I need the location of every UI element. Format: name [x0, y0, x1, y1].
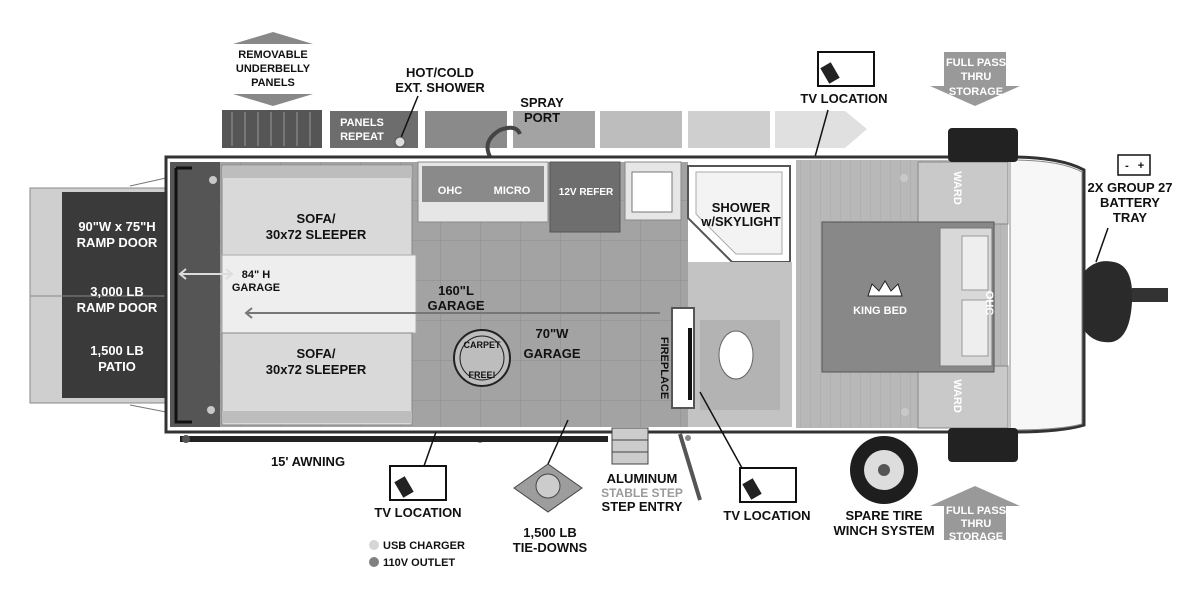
tv-location-left-label: TV LOCATION — [374, 505, 461, 520]
spray-hose-icon — [485, 125, 522, 162]
garage-width-label-2: GARAGE — [523, 346, 580, 361]
removable-panels-label-3: PANELS — [251, 77, 295, 89]
carpet-free-label-2: FREE! — [469, 370, 496, 380]
crown-icon — [867, 280, 903, 297]
sofa-bottom-label-2: 30x72 SLEEPER — [266, 362, 367, 377]
tv-location-top-label: TV LOCATION — [800, 91, 887, 106]
aluminum-step-label-3: STEP ENTRY — [602, 499, 683, 514]
removable-panels-label-1: REMOVABLE — [238, 49, 307, 61]
trailer-body — [164, 128, 1168, 462]
spray-port-label-2: PORT — [524, 110, 560, 125]
micro-label: MICRO — [494, 185, 531, 197]
sofa-top-label-1: SOFA/ — [296, 211, 335, 226]
toilet-icon — [718, 330, 754, 380]
aluminum-step-label-1: ALUMINUM — [607, 471, 678, 486]
panels-repeat-label-2: REPEAT — [340, 131, 384, 143]
tv-location-left: TV LOCATION — [374, 431, 462, 520]
battery-tray-label-1: 2X GROUP 27 — [1087, 180, 1172, 195]
down-arrow-icon — [930, 52, 1020, 106]
ward-top-label: WARD — [951, 171, 963, 205]
tie-downs: 1,500 LB TIE-DOWNS — [513, 419, 588, 555]
hitch-icon — [1084, 261, 1133, 343]
full-pass-top-label-1: FULL PASS — [946, 57, 1006, 69]
removable-panels-label-2: UNDERBELLY — [236, 63, 311, 75]
tv-location-right-label: TV LOCATION — [723, 508, 810, 523]
tv-location-right: TV LOCATION — [699, 391, 811, 523]
ohc-bed-label: OHC — [983, 291, 995, 316]
hot-cold-shower-label-2: EXT. SHOWER — [395, 80, 485, 95]
king-bed-label: KING BED — [853, 305, 907, 317]
full-pass-storage-top: FULL PASS THRU STORAGE — [930, 52, 1020, 106]
panels-repeat-label-1: PANELS — [340, 117, 384, 129]
ramp-door-size-label-2: RAMP DOOR — [77, 235, 158, 250]
spare-tire: SPARE TIRE WINCH SYSTEM — [833, 436, 935, 538]
ramp-door-patio: 90"W x 75"H RAMP DOOR 3,000 LB RAMP DOOR… — [29, 177, 169, 413]
sofa-bottom-label-1: SOFA/ — [296, 346, 335, 361]
full-pass-bottom-label-1: FULL PASS — [946, 505, 1006, 517]
garage-width-label-1: 70"W — [536, 326, 570, 341]
ohc-kitchen-label: OHC — [438, 185, 463, 197]
spray-port-label-1: SPRAY — [520, 95, 564, 110]
aluminum-step-label-2: STABLE STEP — [601, 486, 683, 500]
tie-downs-label-1: 1,500 LB — [523, 525, 576, 540]
full-pass-bottom-label-2: THRU — [961, 518, 992, 530]
up-arrow-icon — [233, 32, 313, 44]
up-arrow-icon — [930, 486, 1020, 540]
patio-label-1: 1,500 LB — [90, 343, 143, 358]
svg-text:+: + — [1138, 160, 1144, 172]
sofa-top-label-2: 30x72 SLEEPER — [266, 227, 367, 242]
underbelly-panel-strip — [222, 110, 867, 148]
carpet-free-label-1: CARPET — [463, 340, 501, 350]
hot-cold-shower-label-1: HOT/COLD — [406, 65, 474, 80]
king-bed-label-group: KING BED — [853, 280, 907, 317]
battery-icon — [1117, 154, 1151, 176]
shower-port-icon — [394, 136, 406, 148]
garage-length-label-2: GARAGE — [427, 298, 484, 313]
legend: USB CHARGER 110V OUTLET — [369, 540, 465, 569]
outlet-dot-icon — [369, 557, 379, 567]
legend-outlet-label: 110V OUTLET — [383, 557, 455, 569]
battery-tray-label-2: BATTERY — [1100, 195, 1160, 210]
svg-text:-: - — [1125, 160, 1129, 172]
ward-bottom-label: WARD — [951, 379, 963, 413]
removable-panels-callout: REMOVABLE UNDERBELLY PANELS — [233, 32, 313, 106]
garage-height-label-1: 84" H — [242, 269, 271, 281]
spare-tire-label-1: SPARE TIRE — [845, 508, 922, 523]
ramp-door-weight-label-2: RAMP DOOR — [77, 300, 158, 315]
tie-downs-label-2: TIE-DOWNS — [513, 540, 588, 555]
battery-tray-callout: - + 2X GROUP 27 BATTERY TRAY — [1087, 154, 1173, 263]
aluminum-step: ALUMINUM STABLE STEP STEP ENTRY — [601, 427, 702, 514]
full-pass-top-label-2: THRU — [961, 71, 992, 83]
spare-tire-label-2: WINCH SYSTEM — [833, 523, 934, 538]
usb-dot-icon — [369, 540, 379, 550]
storage-door-top — [948, 128, 1018, 162]
down-arrow-icon — [233, 94, 313, 106]
ramp-door-weight-label-1: 3,000 LB — [90, 284, 143, 299]
shower-label-1: SHOWER — [712, 200, 771, 215]
refer-label: 12V REFER — [559, 187, 614, 198]
garage-height-label-2: GARAGE — [232, 282, 280, 294]
legend-usb-label: USB CHARGER — [383, 540, 465, 552]
shower-label-2: w/SKYLIGHT — [700, 214, 781, 229]
full-pass-bottom-label-3: STORAGE — [949, 531, 1003, 543]
battery-tray-label-3: TRAY — [1113, 210, 1148, 225]
fireplace-label: FIREPLACE — [658, 337, 670, 399]
patio-label-2: PATIO — [98, 359, 136, 374]
ramp-door-size-label-1: 90"W x 75"H — [78, 219, 155, 234]
storage-door-bottom — [948, 428, 1018, 462]
garage-length-label-1: 160"L — [438, 283, 474, 298]
carpet-free-icon: CARPET FREE! — [453, 329, 511, 387]
awning — [180, 435, 608, 443]
awning-label: 15' AWNING — [271, 454, 345, 469]
full-pass-storage-bottom: FULL PASS THRU STORAGE — [930, 486, 1020, 543]
full-pass-top-label-3: STORAGE — [949, 86, 1003, 98]
